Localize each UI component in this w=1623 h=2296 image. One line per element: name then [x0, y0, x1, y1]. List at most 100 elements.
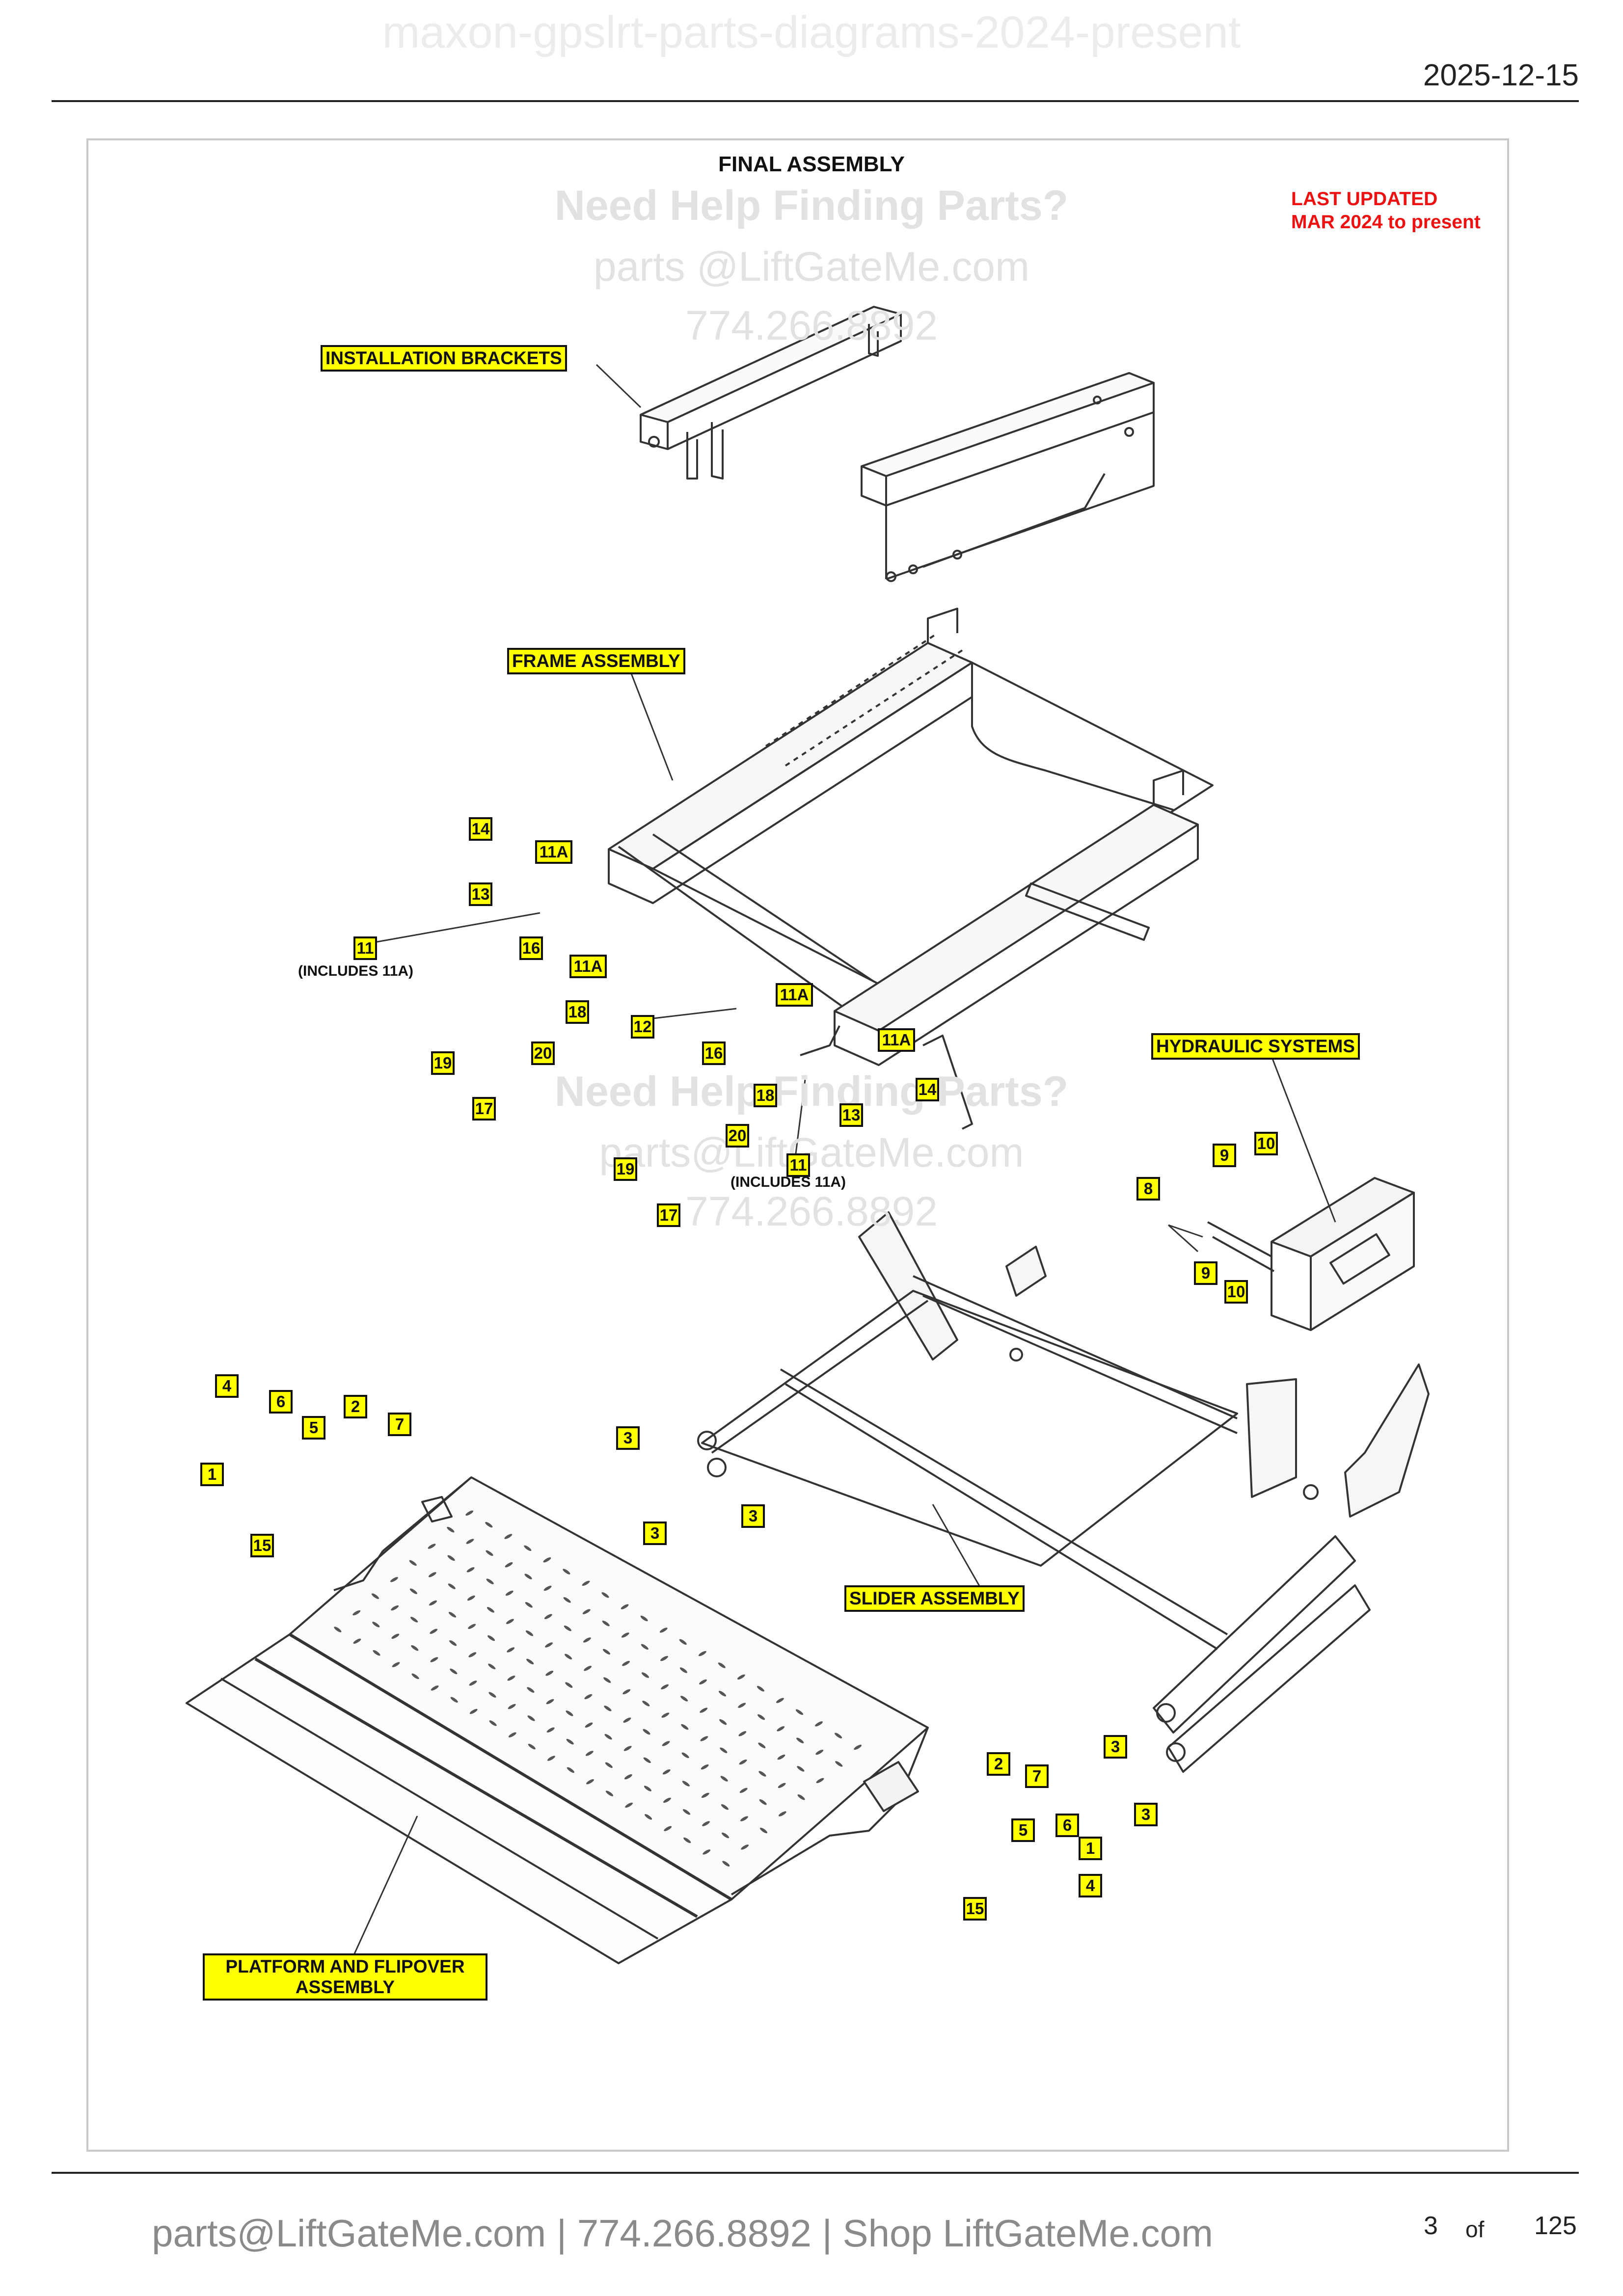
diamond-plate-dimple [448, 1583, 456, 1589]
diamond-plate-dimple [508, 1704, 516, 1709]
diamond-plate-dimple [662, 1769, 671, 1775]
callout-1[interactable]: 1 [200, 1463, 224, 1486]
callout-19[interactable]: 19 [431, 1051, 455, 1075]
leader-lines [352, 364, 1336, 1956]
callout-2[interactable]: 2 [987, 1752, 1010, 1776]
diamond-plate-dimple [621, 1632, 629, 1638]
callout-17[interactable]: 17 [657, 1203, 680, 1227]
callout-3[interactable]: 3 [1104, 1735, 1127, 1759]
callout-11a[interactable]: 11A [569, 955, 607, 978]
callout-6[interactable]: 6 [269, 1390, 293, 1414]
callout-18[interactable]: 18 [754, 1084, 777, 1107]
diamond-plate-dimple [544, 1614, 552, 1619]
callout-17[interactable]: 17 [472, 1097, 496, 1121]
callout-7[interactable]: 7 [1025, 1764, 1049, 1788]
diamond-plate-dimple [698, 1651, 706, 1656]
callout-10[interactable]: 10 [1224, 1280, 1248, 1304]
diamond-plate-dimple [604, 1706, 612, 1711]
diamond-plate-dimple [411, 1645, 419, 1651]
callout-9[interactable]: 9 [1194, 1261, 1217, 1285]
label-slider-assembly[interactable]: SLIDER ASSEMBLY [844, 1585, 1025, 1612]
callout-20[interactable]: 20 [531, 1041, 555, 1065]
callout-2[interactable]: 2 [344, 1395, 367, 1418]
footer-contact[interactable]: parts@LiftGateMe.com | 774.266.8892 | Sh… [152, 2212, 1213, 2255]
footer-rule [52, 2172, 1579, 2174]
callout-12[interactable]: 12 [631, 1015, 654, 1039]
diamond-plate-dimple [528, 1743, 536, 1750]
label-frame-assembly[interactable]: FRAME ASSEMBLY [507, 648, 685, 674]
diamond-plate-dimple [602, 1620, 610, 1627]
diamond-plate-dimple [507, 1676, 515, 1681]
diamond-plate-dimple [601, 1592, 609, 1598]
diamond-plate-dimple [623, 1717, 631, 1723]
diamond-plate-dimple [567, 1767, 574, 1773]
callout-19[interactable]: 19 [614, 1157, 637, 1181]
diamond-plate-dimple [643, 1729, 650, 1735]
callout-6[interactable]: 6 [1055, 1814, 1079, 1837]
diamond-plate-dimple [353, 1638, 361, 1644]
diamond-plate-dimple [604, 1734, 612, 1740]
diamond-plate-dimple [777, 1754, 785, 1760]
callout-5[interactable]: 5 [302, 1416, 325, 1440]
diamond-plate-dimple [391, 1605, 399, 1611]
diamond-plate-dimple [546, 1727, 555, 1733]
callout-11[interactable]: 11 [353, 936, 377, 960]
callout-4[interactable]: 4 [1079, 1874, 1102, 1897]
callout-11a[interactable]: 11A [776, 983, 813, 1007]
callout-7[interactable]: 7 [388, 1413, 411, 1436]
diamond-plate-dimple [583, 1637, 591, 1643]
diamond-plate-dimple [796, 1737, 804, 1743]
callout-20[interactable]: 20 [726, 1124, 749, 1148]
diamond-plate-dimple [449, 1640, 457, 1646]
diamond-plate-dimple [543, 1557, 551, 1563]
diagram-title: FINAL ASSEMBLY [718, 152, 905, 176]
callout-16[interactable]: 16 [702, 1041, 726, 1065]
callout-18[interactable]: 18 [566, 1000, 589, 1024]
diamond-plate-dimple [468, 1652, 477, 1657]
diamond-plate-dimple [527, 1715, 535, 1721]
diamond-plate-dimple [722, 1861, 730, 1867]
callout-3[interactable]: 3 [1134, 1803, 1158, 1826]
callout-11a[interactable]: 11A [878, 1028, 915, 1052]
diamond-plate-dimple [835, 1733, 842, 1738]
callout-3[interactable]: 3 [616, 1426, 640, 1450]
callout-11[interactable]: 11 [786, 1153, 810, 1177]
diamond-plate-dimple [739, 1759, 747, 1765]
diamond-plate-dimple [466, 1539, 474, 1544]
label-platform-line1: PLATFORM AND FLIPOVER [225, 1956, 465, 1976]
callout-11a[interactable]: 11A [535, 840, 572, 864]
callout-3[interactable]: 3 [741, 1504, 765, 1528]
callout-1[interactable]: 1 [1079, 1837, 1102, 1860]
callout-8[interactable]: 8 [1136, 1177, 1160, 1201]
label-installation-brackets[interactable]: INSTALLATION BRACKETS [321, 345, 567, 372]
diamond-plate-dimple [623, 1746, 632, 1751]
diamond-plate-dimple [334, 1627, 342, 1632]
callout-5[interactable]: 5 [1011, 1818, 1035, 1842]
slider-assembly-drawing [697, 1211, 1430, 1773]
callout-16[interactable]: 16 [519, 936, 543, 960]
diamond-plate-dimple [485, 1522, 493, 1528]
diamond-plate-dimple [621, 1604, 629, 1609]
callout-13[interactable]: 13 [839, 1103, 863, 1127]
diamond-plate-dimple [699, 1679, 707, 1685]
diamond-plate-dimple [680, 1696, 688, 1702]
diamond-plate-dimple [659, 1628, 668, 1633]
diamond-plate-dimple [489, 1720, 497, 1726]
callout-15[interactable]: 15 [963, 1897, 987, 1921]
callout-9[interactable]: 9 [1213, 1144, 1236, 1167]
label-platform-flipover-assembly[interactable]: PLATFORM AND FLIPOVER ASSEMBLY [203, 1953, 487, 2001]
callout-15[interactable]: 15 [250, 1534, 274, 1557]
callout-3[interactable]: 3 [643, 1522, 667, 1545]
watermark-email-2: parts@LiftGateMe.com [599, 1129, 1024, 1175]
diamond-plate-dimple [622, 1689, 631, 1695]
callout-14[interactable]: 14 [916, 1078, 939, 1101]
diamond-plate-dimple [565, 1682, 573, 1688]
label-hydraulic-systems[interactable]: HYDRAULIC SYSTEMS [1151, 1033, 1360, 1060]
callout-13[interactable]: 13 [469, 882, 492, 906]
diamond-plate-dimple [624, 1774, 632, 1780]
callout-10[interactable]: 10 [1254, 1132, 1278, 1155]
callout-14[interactable]: 14 [469, 817, 492, 841]
diamond-plate-dimple [450, 1697, 458, 1703]
callout-4[interactable]: 4 [215, 1374, 239, 1398]
diamond-plate-dimple [797, 1766, 805, 1772]
